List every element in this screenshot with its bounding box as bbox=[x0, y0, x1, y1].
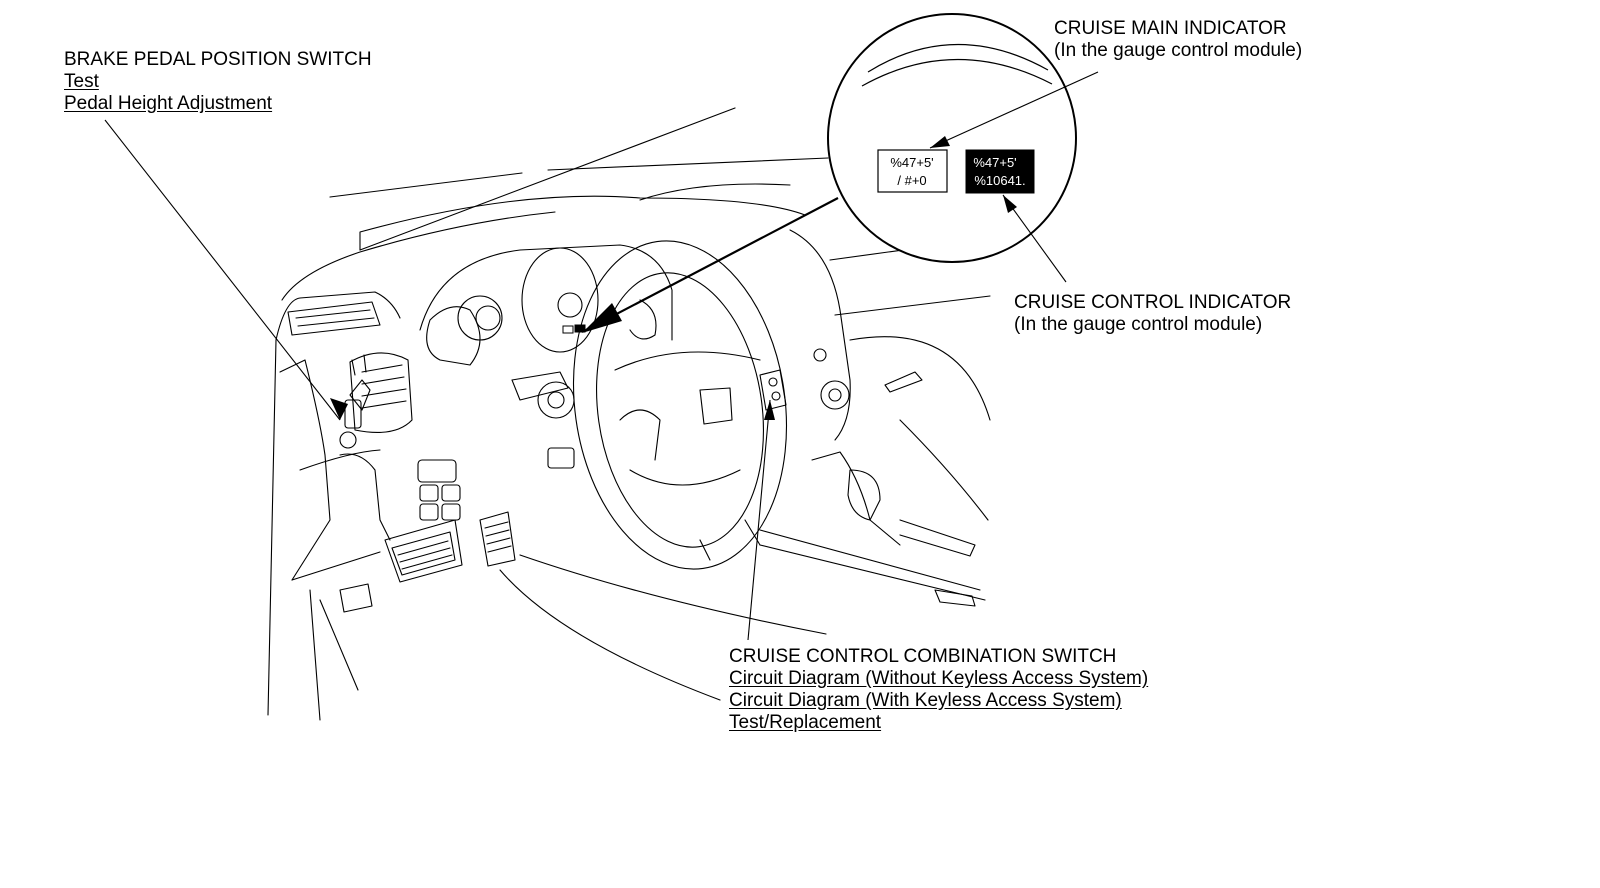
cruise-main-indicator-icon: %47+5' / #+0 bbox=[877, 149, 948, 193]
cruise-main-indicator-location: (In the gauge control module) bbox=[1054, 40, 1303, 61]
cluster-indicator-marks bbox=[562, 324, 586, 334]
arrowheads bbox=[330, 136, 1017, 420]
circuit-diagram-with-keyless-link[interactable]: Circuit Diagram (With Keyless Access Sys… bbox=[729, 690, 1122, 711]
combination-switch-heading: CRUISE CONTROL COMBINATION SWITCH bbox=[729, 646, 1117, 667]
brake-switch-callout: BRAKE PEDAL POSITION SWITCH Test Pedal H… bbox=[64, 49, 372, 115]
control-indicator-line1: %47+5' bbox=[973, 155, 1016, 170]
leader-lines bbox=[104, 71, 1099, 641]
cruise-control-indicator-location: (In the gauge control module) bbox=[1014, 314, 1263, 335]
test-replacement-link[interactable]: Test/Replacement bbox=[729, 712, 882, 733]
cruise-control-indicator-heading: CRUISE CONTROL INDICATOR bbox=[1014, 292, 1292, 313]
cruise-main-indicator-heading: CRUISE MAIN INDICATOR bbox=[1054, 18, 1287, 39]
brake-switch-heading: BRAKE PEDAL POSITION SWITCH bbox=[64, 49, 372, 70]
main-indicator-line2: / #+0 bbox=[897, 173, 926, 188]
combination-switch-callout: CRUISE CONTROL COMBINATION SWITCH Circui… bbox=[729, 646, 1148, 734]
circuit-diagram-without-keyless-link[interactable]: Circuit Diagram (Without Keyless Access … bbox=[729, 668, 1149, 689]
dashboard-drawing bbox=[267, 107, 991, 721]
brake-switch-test-link[interactable]: Test bbox=[64, 71, 99, 92]
cruise-main-indicator-callout: CRUISE MAIN INDICATOR (In the gauge cont… bbox=[1054, 18, 1302, 62]
control-indicator-line2: %10641. bbox=[974, 173, 1025, 188]
cruise-control-indicator-callout: CRUISE CONTROL INDICATOR (In the gauge c… bbox=[1014, 292, 1291, 336]
main-indicator-line1: %47+5' bbox=[890, 155, 933, 170]
cruise-control-indicator-icon: %47+5' %10641. bbox=[965, 149, 1035, 194]
pedal-height-adjustment-link[interactable]: Pedal Height Adjustment bbox=[64, 93, 273, 114]
